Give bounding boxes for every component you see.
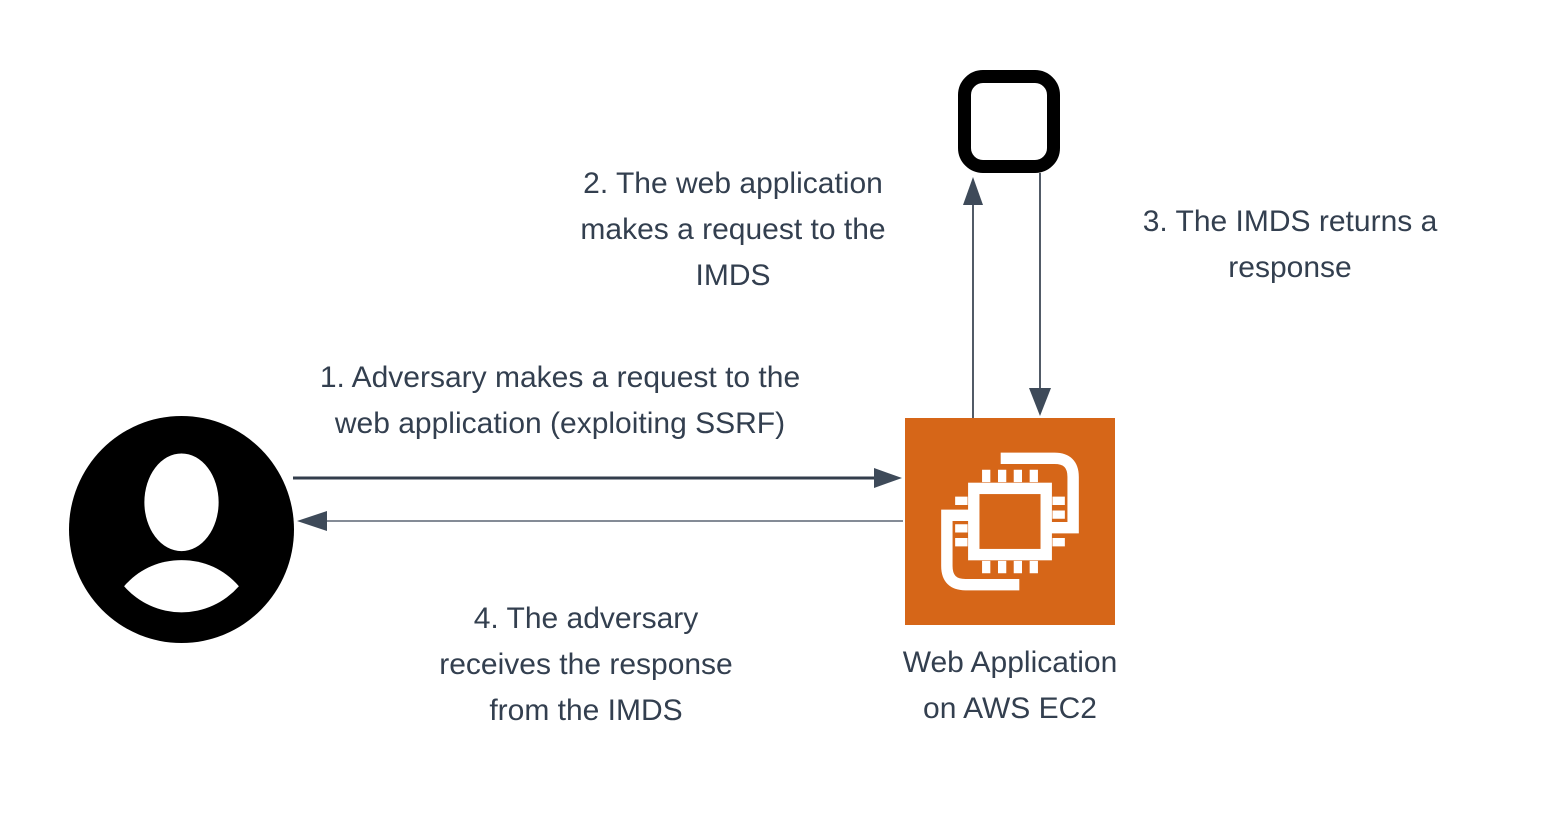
person-circle-icon xyxy=(69,416,294,643)
step1-line: 1. Adversary makes a request to the xyxy=(319,361,801,394)
step3-annotation: 3. The IMDS returns a response xyxy=(1078,199,1502,291)
step4-line: 4. The adversary xyxy=(473,602,699,635)
step1-line: web application (exploiting SSRF) xyxy=(334,407,786,440)
step1-annotation: 1. Adversary makes a request to the web … xyxy=(230,355,890,447)
ec2-label-line: on AWS EC2 xyxy=(923,692,1097,725)
step4-line: from the IMDS xyxy=(489,694,683,727)
step4-annotation: 4. The adversary receives the response f… xyxy=(390,596,782,734)
adversary-node xyxy=(69,416,294,643)
step2-line: makes a request to the xyxy=(580,213,886,246)
arrow-step2 xyxy=(963,177,983,418)
step4-line: receives the response xyxy=(439,648,733,681)
aws-ec2-chip-icon xyxy=(941,452,1079,591)
ec2-node-label: Web Application on AWS EC2 xyxy=(858,640,1162,732)
ec2-label-line: Web Application xyxy=(902,646,1118,679)
step3-line: 3. The IMDS returns a xyxy=(1142,205,1438,238)
arrowhead-down-icon xyxy=(1029,388,1051,416)
arrow-step1 xyxy=(293,468,902,488)
step3-line: response xyxy=(1228,251,1352,284)
imds-node xyxy=(958,70,1060,173)
arrowhead-up-icon xyxy=(963,177,983,205)
arrow-step4 xyxy=(297,511,903,531)
step2-annotation: 2. The web application makes a request t… xyxy=(523,161,943,299)
chip-pins xyxy=(955,469,1065,574)
arrowhead-left-icon xyxy=(297,511,327,531)
step2-line: 2. The web application xyxy=(583,167,883,200)
arrowhead-right-icon xyxy=(874,468,902,488)
ec2-node xyxy=(905,418,1115,625)
step2-line: IMDS xyxy=(695,259,771,292)
arrow-step3 xyxy=(1029,173,1051,416)
